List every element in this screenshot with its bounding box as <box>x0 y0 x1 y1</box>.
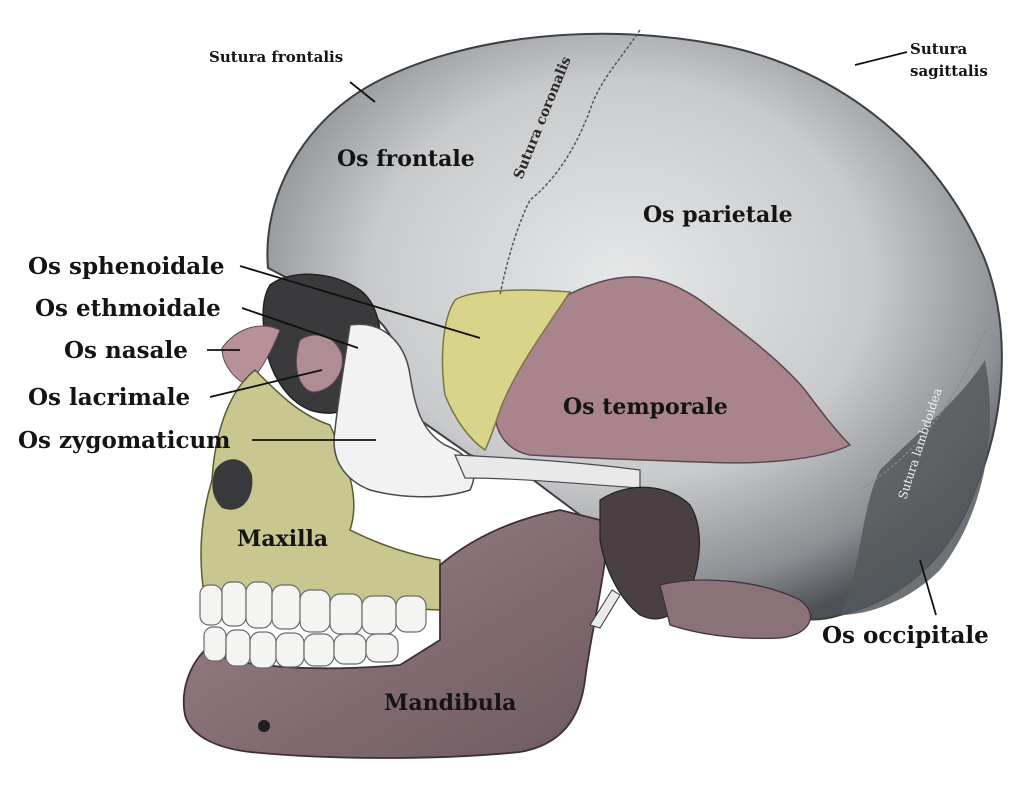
os-nasale-label: Os nasale <box>64 339 188 362</box>
mandibula-label: Mandibula <box>384 692 516 714</box>
os-frontale-label: Os frontale <box>337 148 475 170</box>
os-temporale-label: Os temporale <box>563 396 728 418</box>
os-occipitale-label: Os occipitale <box>822 624 989 647</box>
os-lacrimale-label: Os lacrimale <box>28 386 190 409</box>
mental-foramen <box>258 720 270 732</box>
sutura-sagittalis-label-2: sagittalis <box>910 64 988 79</box>
os-zygomaticum-label: Os zygomaticum <box>18 429 231 452</box>
sutura-sagittalis-label-1: Sutura <box>910 42 967 57</box>
sutura-frontalis-label: Sutura frontalis <box>209 50 343 65</box>
os-ethmoidale-label: Os ethmoidale <box>35 297 221 320</box>
maxilla-label: Maxilla <box>237 528 328 550</box>
os-sphenoidale-label: Os sphenoidale <box>28 255 225 278</box>
os-parietale-label: Os parietale <box>643 204 793 226</box>
